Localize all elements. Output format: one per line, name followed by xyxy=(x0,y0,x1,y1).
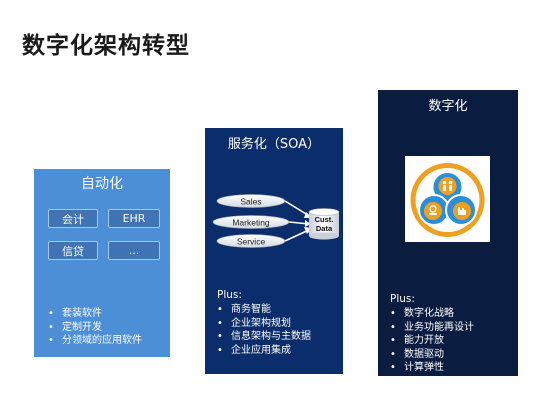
chip-accounting: 会计 xyxy=(48,209,98,228)
automation-header: 自动化 xyxy=(81,176,123,192)
list-item: 信息架构与主数据 xyxy=(213,330,311,344)
soa-plus-label: Plus: xyxy=(217,289,242,301)
oval-marketing-label: Marketing xyxy=(232,218,270,228)
digital-header: 数字化 xyxy=(428,99,468,114)
oval-service-label: Service xyxy=(237,237,266,247)
list-item: 企业应用集成 xyxy=(213,344,311,358)
list-item: 分领域的应用软件 xyxy=(44,334,142,348)
chip-ehr: EHR xyxy=(108,209,160,228)
oval-sales-label: Sales xyxy=(240,197,261,207)
automation-column: 自动化 会计 EHR 信贷 ... 套装软件 定制开发 分领域的应用软件 xyxy=(34,169,170,357)
list-item: 套装软件 xyxy=(44,307,142,321)
digital-ecosystem-icon xyxy=(410,163,485,237)
list-item: 数据驱动 xyxy=(386,348,474,362)
soa-header: 服务化（SOA） xyxy=(227,137,321,152)
data-store-label-1: Cust. xyxy=(315,215,334,224)
list-item: 定制开发 xyxy=(44,321,142,335)
digital-list: 数字化战略 业务功能再设计 能力开放 数据驱动 计算弹性 xyxy=(386,307,474,375)
list-item: 计算弹性 xyxy=(386,361,474,375)
list-item: 数字化战略 xyxy=(386,307,474,321)
list-item: 商务智能 xyxy=(213,303,311,317)
oval-marketing xyxy=(212,215,290,229)
database-icon xyxy=(308,208,340,240)
digital-logo-box xyxy=(405,156,490,242)
soa-column: 服务化（SOA） xyxy=(205,128,343,374)
soa-list: 商务智能 企业架构规划 信息架构与主数据 企业应用集成 xyxy=(213,303,311,357)
chip-credit: 信贷 xyxy=(48,241,98,260)
list-item: 能力开放 xyxy=(386,334,474,348)
data-store-label-2: Data xyxy=(316,224,333,233)
oval-sales xyxy=(216,194,286,208)
oval-service xyxy=(216,234,286,248)
digital-column: 数字化 xyxy=(378,90,518,376)
chip-more: ... xyxy=(108,241,160,260)
list-item: 业务功能再设计 xyxy=(386,321,474,335)
automation-list: 套装软件 定制开发 分领域的应用软件 xyxy=(44,307,142,348)
soa-diagram: Sales Marketing Service Cust. Data xyxy=(212,194,340,248)
page-title: 数字化架构转型 xyxy=(22,33,190,59)
digital-plus-label: Plus: xyxy=(390,293,415,305)
list-item: 企业架构规划 xyxy=(213,317,311,331)
